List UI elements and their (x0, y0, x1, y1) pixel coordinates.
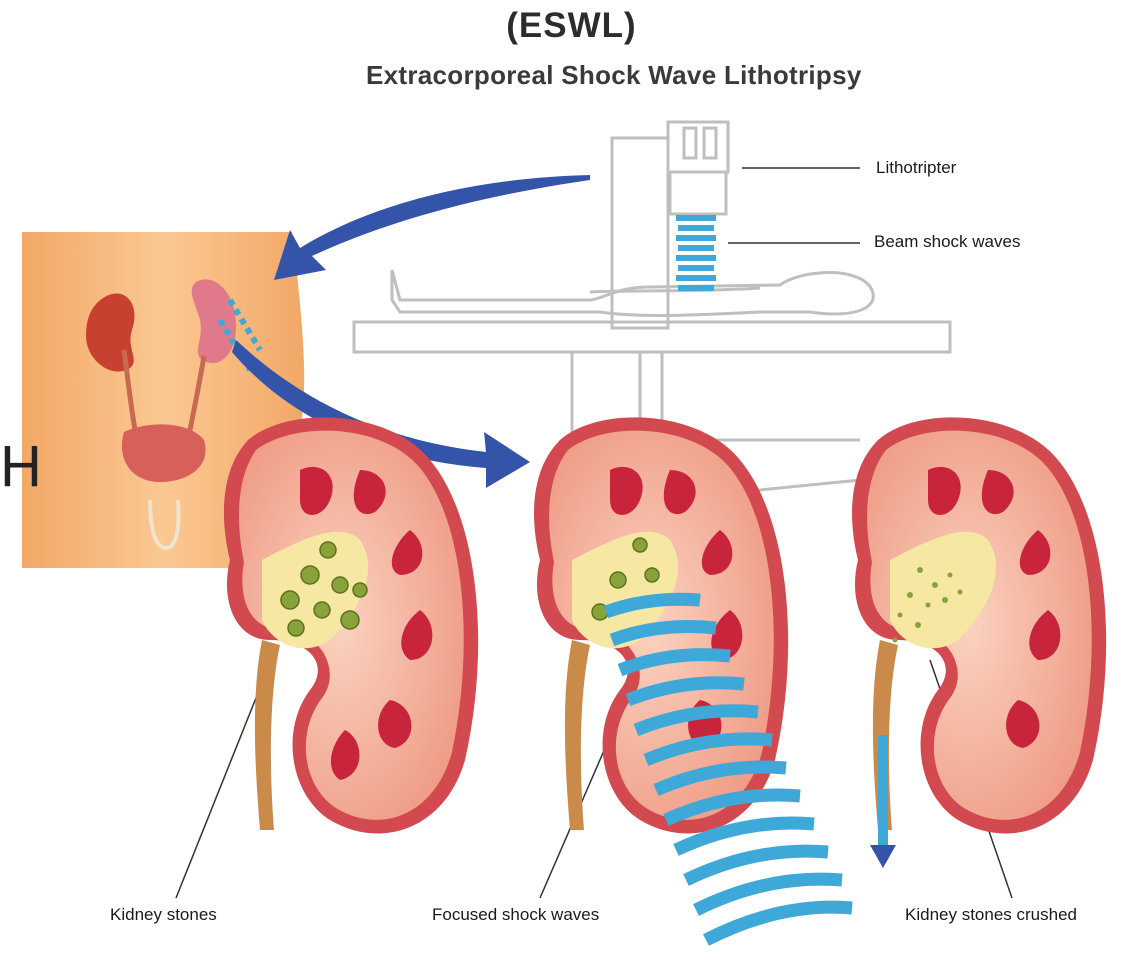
label-kidney-stones: Kidney stones (110, 905, 217, 925)
title-full: Extracorporeal Shock Wave Lithotripsy (366, 60, 946, 91)
lithotripter-slot-left (684, 128, 696, 158)
arrow-to-torso (274, 175, 590, 280)
machine-column (612, 138, 668, 328)
passing-arrow (870, 845, 896, 868)
label-lithotripter: Lithotripter (876, 158, 956, 178)
label-kidney-stones-crushed: Kidney stones crushed (905, 905, 1077, 925)
lithotripter-slot-right (704, 128, 716, 158)
patient-arm (590, 288, 760, 292)
beam-shock-waves (676, 218, 716, 288)
kidney-stones-leader (176, 668, 268, 898)
lithotripter-body (670, 172, 726, 214)
label-beam-shock-waves: Beam shock waves (874, 232, 1020, 252)
label-focused-shock-waves: Focused shock waves (432, 905, 599, 925)
kidney-with-stones (224, 417, 478, 833)
kidney-stones-crushed (852, 417, 1106, 868)
edge-letter: H (0, 438, 42, 496)
lithotripter-head (668, 122, 728, 172)
title-abbreviation: (ESWL) (0, 6, 1143, 46)
patient-outline (392, 270, 873, 315)
